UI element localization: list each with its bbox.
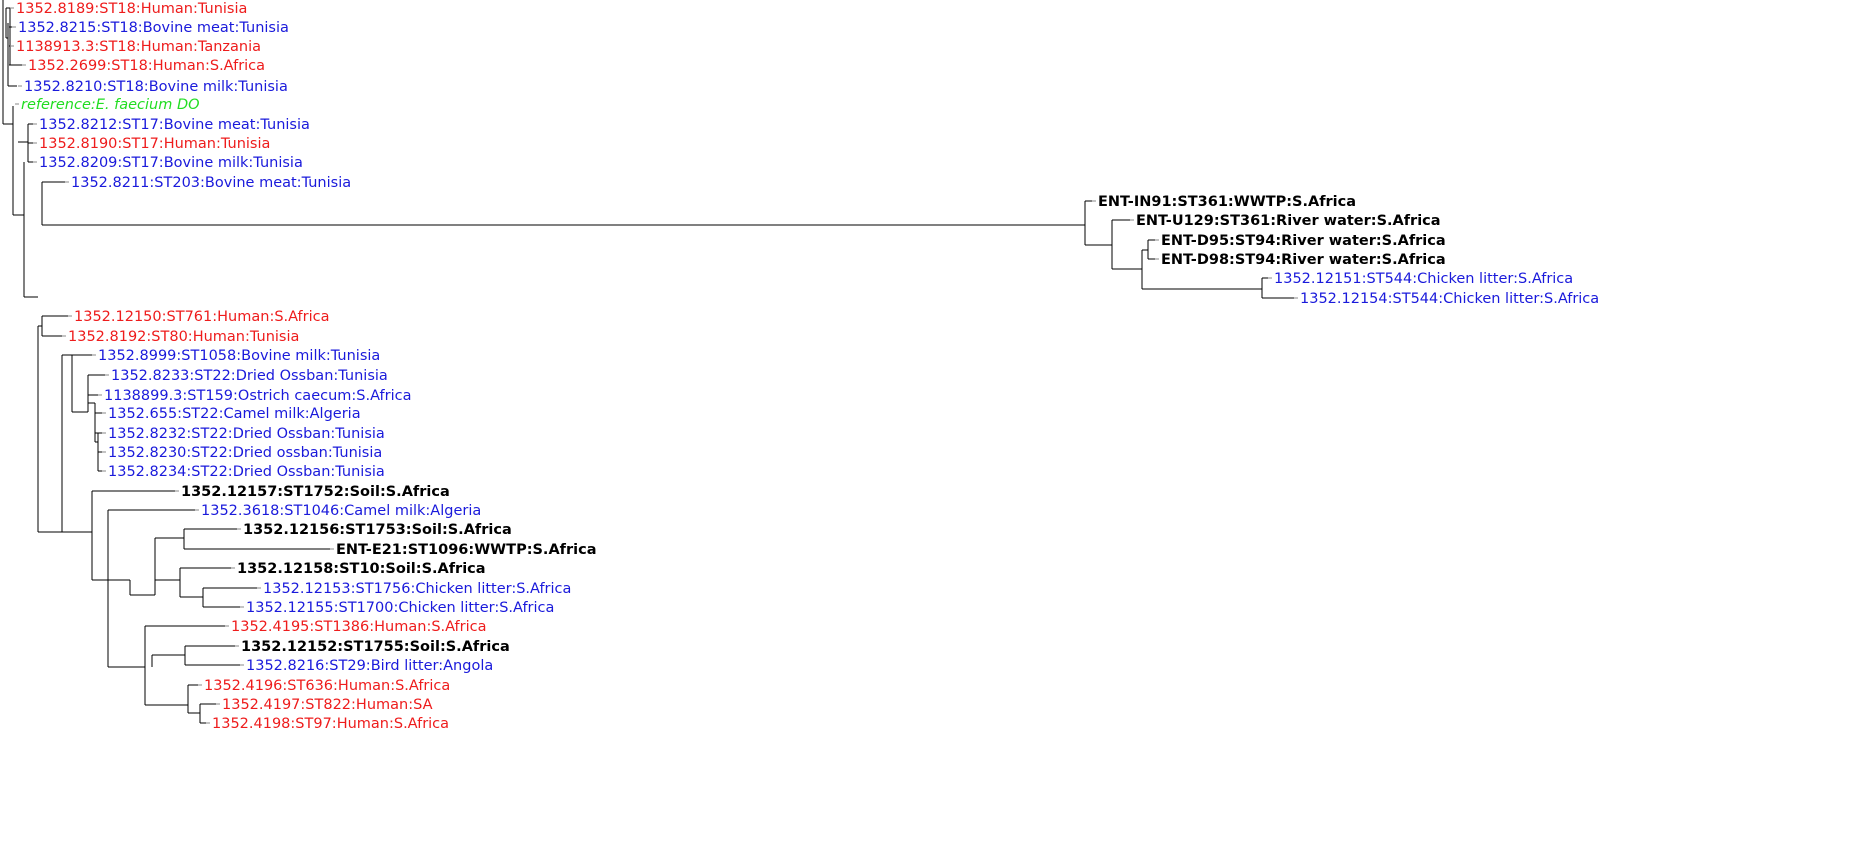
leaf-label: ENT-IN91:ST361:WWTP:S.Africa (1098, 194, 1356, 210)
leaf-label: 1138899.3:ST159:Ostrich caecum:S.Africa (104, 388, 411, 404)
leaf-label: 1352.3618:ST1046:Camel milk:Algeria (201, 503, 481, 519)
leaf-label: ENT-U129:ST361:River water:S.Africa (1136, 213, 1441, 229)
leaf-label: 1352.8999:ST1058:Bovine milk:Tunisia (98, 348, 380, 364)
leaf-labels: 1352.8189:ST18:Human:Tunisia 1352.8215:ST… (10, 1, 1599, 732)
leaf-label: 1352.12156:ST1753:Soil:S.Africa (243, 522, 512, 538)
leaf-label: 1352.8233:ST22:Dried Ossban:Tunisia (111, 368, 388, 384)
leaf-label: 1352.12152:ST1755:Soil:S.Africa (241, 639, 510, 655)
leaf-label: 1352.8190:ST17:Human:Tunisia (39, 136, 270, 152)
leaf-label: 1352.12155:ST1700:Chicken litter:S.Afric… (246, 600, 554, 616)
leaf-label: 1352.12150:ST761:Human:S.Africa (74, 309, 330, 325)
leaf-label: 1352.8192:ST80:Human:Tunisia (68, 329, 299, 345)
leaf-label: ENT-D98:ST94:River water:S.Africa (1161, 252, 1446, 268)
leaf-label: 1352.12157:ST1752:Soil:S.Africa (181, 484, 450, 500)
leaf-label: 1352.4197:ST822:Human:SA (222, 697, 433, 713)
leaf-label: 1352.8189:ST18:Human:Tunisia (16, 1, 247, 17)
leaf-label: 1352.8215:ST18:Bovine meat:Tunisia (18, 20, 289, 36)
leaf-label: 1352.4198:ST97:Human:S.Africa (212, 716, 449, 732)
leaf-label: 1352.8230:ST22:Dried ossban:Tunisia (108, 445, 382, 461)
leaf-label: 1352.8209:ST17:Bovine milk:Tunisia (39, 155, 303, 171)
leaf-label: ENT-D95:ST94:River water:S.Africa (1161, 233, 1446, 249)
leaf-label: 1352.12151:ST544:Chicken litter:S.Africa (1274, 271, 1573, 287)
leaf-label: 1352.2699:ST18:Human:S.Africa (28, 58, 265, 74)
leaf-label: 1138913.3:ST18:Human:Tanzania (16, 39, 261, 55)
leaf-label: 1352.12158:ST10:Soil:S.Africa (237, 561, 486, 577)
leaf-label: 1352.8211:ST203:Bovine meat:Tunisia (71, 175, 351, 191)
leaf-label: 1352.4196:ST636:Human:S.Africa (204, 678, 450, 694)
leaf-label: 1352.8210:ST18:Bovine milk:Tunisia (24, 79, 288, 95)
leaf-label: 1352.8234:ST22:Dried Ossban:Tunisia (108, 464, 385, 480)
tree-branches (2, 0, 1294, 724)
leaf-label: 1352.8216:ST29:Bird litter:Angola (246, 658, 493, 674)
leaf-label: 1352.12154:ST544:Chicken litter:S.Africa (1300, 291, 1599, 307)
leaf-label: 1352.4195:ST1386:Human:S.Africa (231, 619, 487, 635)
leaf-label: ENT-E21:ST1096:WWTP:S.Africa (336, 542, 596, 558)
leaf-label: 1352.12153:ST1756:Chicken litter:S.Afric… (263, 581, 571, 597)
leaf-label: 1352.8232:ST22:Dried Ossban:Tunisia (108, 426, 385, 442)
leaf-label: reference:E. faecium DO (21, 97, 200, 113)
leaf-label: 1352.655:ST22:Camel milk:Algeria (108, 406, 361, 422)
leaf-label: 1352.8212:ST17:Bovine meat:Tunisia (39, 117, 310, 133)
